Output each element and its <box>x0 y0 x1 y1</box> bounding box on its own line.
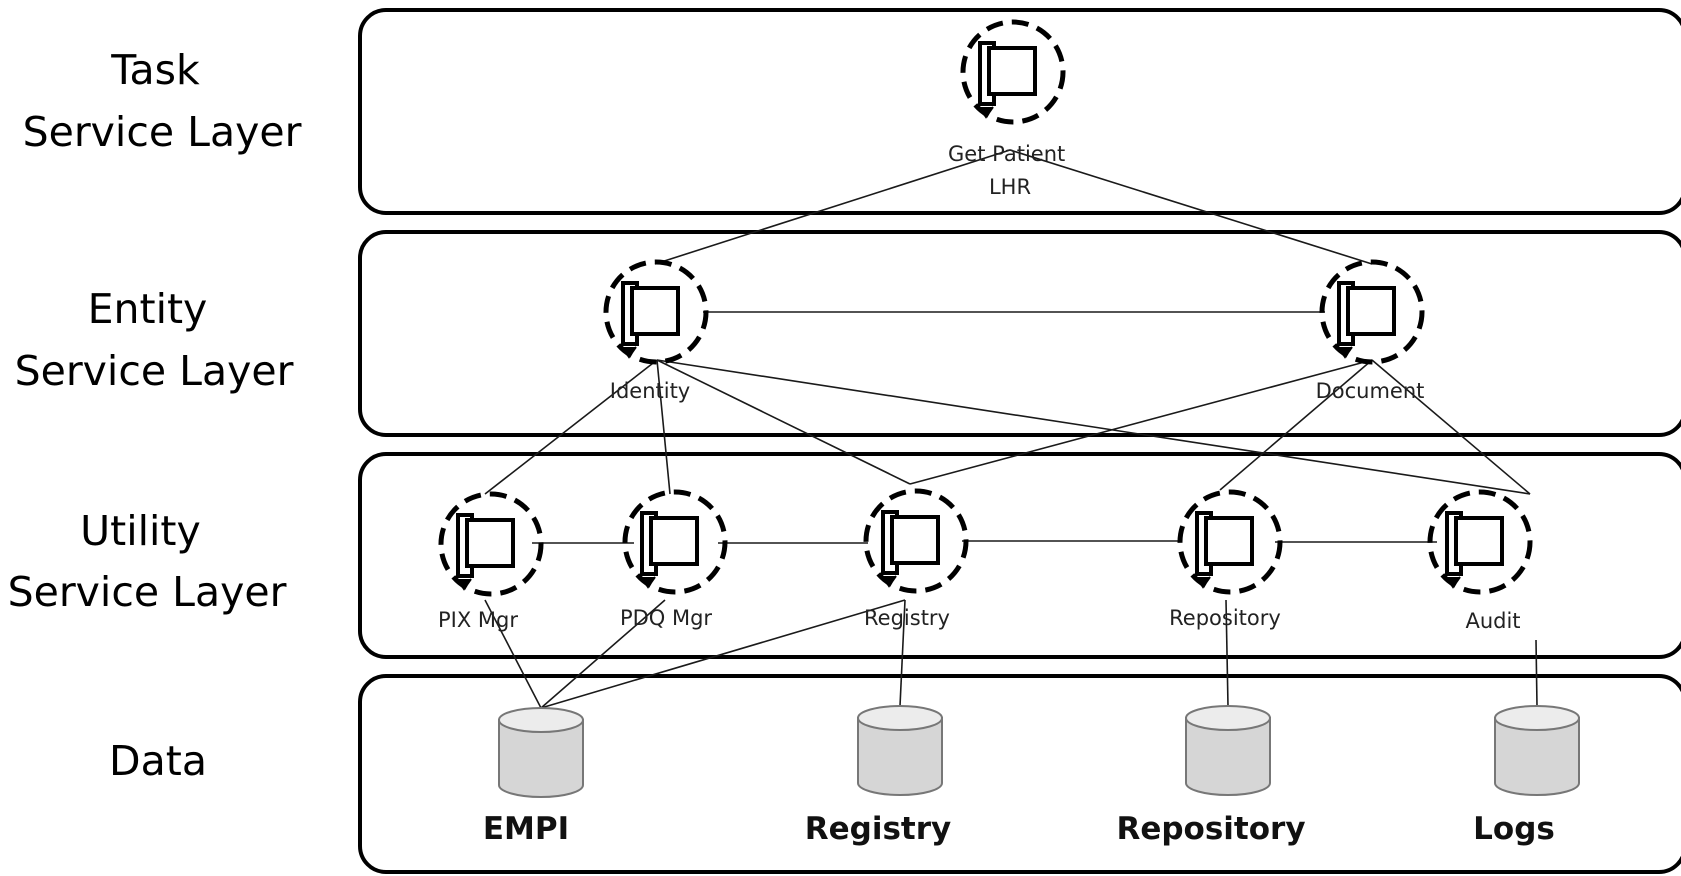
service-page-front-icon <box>987 46 1037 96</box>
service-arrow-icon <box>1195 576 1211 589</box>
service-get-patient-ehr <box>960 19 1066 125</box>
connector-registry-svc-empi <box>540 599 906 709</box>
connector-identity-pdq-mgr <box>656 359 671 495</box>
service-document <box>1319 259 1425 365</box>
service-arrow-icon <box>1445 576 1461 589</box>
data-store-label-repository: Repository <box>1116 811 1305 847</box>
cylinder-body-icon <box>1494 717 1580 796</box>
service-label-pdq-mgr: PDQ Mgr <box>620 606 712 630</box>
layer-label-task: Task Service Layer <box>23 46 302 156</box>
connector-audit-logs <box>1535 639 1538 707</box>
connector-pix-mgr-empi <box>484 599 542 709</box>
dashed-service-ring-icon <box>1177 489 1283 595</box>
empi-database-icon <box>498 707 584 798</box>
cylinder-top-icon <box>498 707 584 733</box>
cylinder-body-icon <box>498 719 584 798</box>
connector-registry-svc-registry-db <box>899 599 906 707</box>
service-label-repository: Repository <box>1169 606 1281 630</box>
service-label-get-patient-ehr: Get Patient LHR <box>948 142 1072 199</box>
connector-document-audit <box>1371 359 1531 495</box>
registry-database-icon <box>857 705 943 796</box>
service-arrow-icon <box>640 576 656 589</box>
service-pdq-mgr <box>622 489 728 595</box>
connector-get-patient-ehr-identity <box>654 149 1011 265</box>
connector-pdq-mgr-empi <box>540 599 666 709</box>
connector-identity-pix-mgr <box>484 359 658 495</box>
dashed-service-ring-icon <box>1319 259 1425 365</box>
service-page-front-icon <box>1454 516 1504 566</box>
service-arrow-icon <box>621 346 637 359</box>
service-repository <box>1177 489 1283 595</box>
service-label-document: Document <box>1316 379 1425 403</box>
service-page-front-icon <box>1346 286 1396 336</box>
connector-identity-registry-svc <box>656 359 911 485</box>
service-arrow-icon <box>881 575 897 588</box>
service-arrow-icon <box>978 106 994 119</box>
service-page-front-icon <box>1204 516 1254 566</box>
logs-database-icon <box>1494 705 1580 796</box>
dashed-service-ring-icon <box>622 489 728 595</box>
service-label-identity: Identity <box>610 379 690 403</box>
connector-repository-svc-repository-db <box>1225 599 1229 707</box>
service-page-front-icon <box>630 286 680 336</box>
task-layer-band <box>358 8 1681 215</box>
service-arrow-icon <box>1337 346 1353 359</box>
data-store-label-logs: Logs <box>1473 811 1555 847</box>
dashed-service-ring-icon <box>603 259 709 365</box>
connector-identity-audit <box>656 359 1531 495</box>
dashed-service-ring-icon <box>863 488 969 594</box>
cylinder-body-icon <box>857 717 943 796</box>
connector-document-registry-svc <box>909 359 1373 485</box>
entity-layer-band <box>358 230 1681 437</box>
data-store-label-empi: EMPI <box>483 811 569 847</box>
service-page-front-icon <box>465 518 515 568</box>
repository-database-icon <box>1185 705 1271 796</box>
dashed-service-ring-icon <box>438 491 544 597</box>
service-pix-mgr <box>438 491 544 597</box>
service-page-front-icon <box>890 515 940 565</box>
data-layer-band <box>358 674 1681 874</box>
cylinder-body-icon <box>1185 717 1271 796</box>
service-registry <box>863 488 969 594</box>
cylinder-top-icon <box>1494 705 1580 731</box>
dashed-service-ring-icon <box>1427 489 1533 595</box>
connection-lines <box>484 149 1538 709</box>
service-audit <box>1427 489 1533 595</box>
layer-label-entity: Entity Service Layer <box>15 285 294 395</box>
connector-get-patient-ehr-document <box>1009 149 1373 265</box>
service-arrow-icon <box>456 578 472 591</box>
layer-label-data: Data <box>109 737 207 785</box>
service-label-registry: Registry <box>864 606 950 630</box>
dashed-service-ring-icon <box>960 19 1066 125</box>
cylinder-top-icon <box>857 705 943 731</box>
layer-label-utility: Utility Service Layer <box>8 507 287 616</box>
service-label-audit: Audit <box>1465 609 1520 633</box>
service-label-pix-mgr: PIX Mgr <box>438 608 518 632</box>
service-page-front-icon <box>649 516 699 566</box>
data-store-label-registry: Registry <box>805 811 951 847</box>
cylinder-top-icon <box>1185 705 1271 731</box>
connector-document-repository-svc <box>1219 359 1373 491</box>
service-identity <box>603 259 709 365</box>
